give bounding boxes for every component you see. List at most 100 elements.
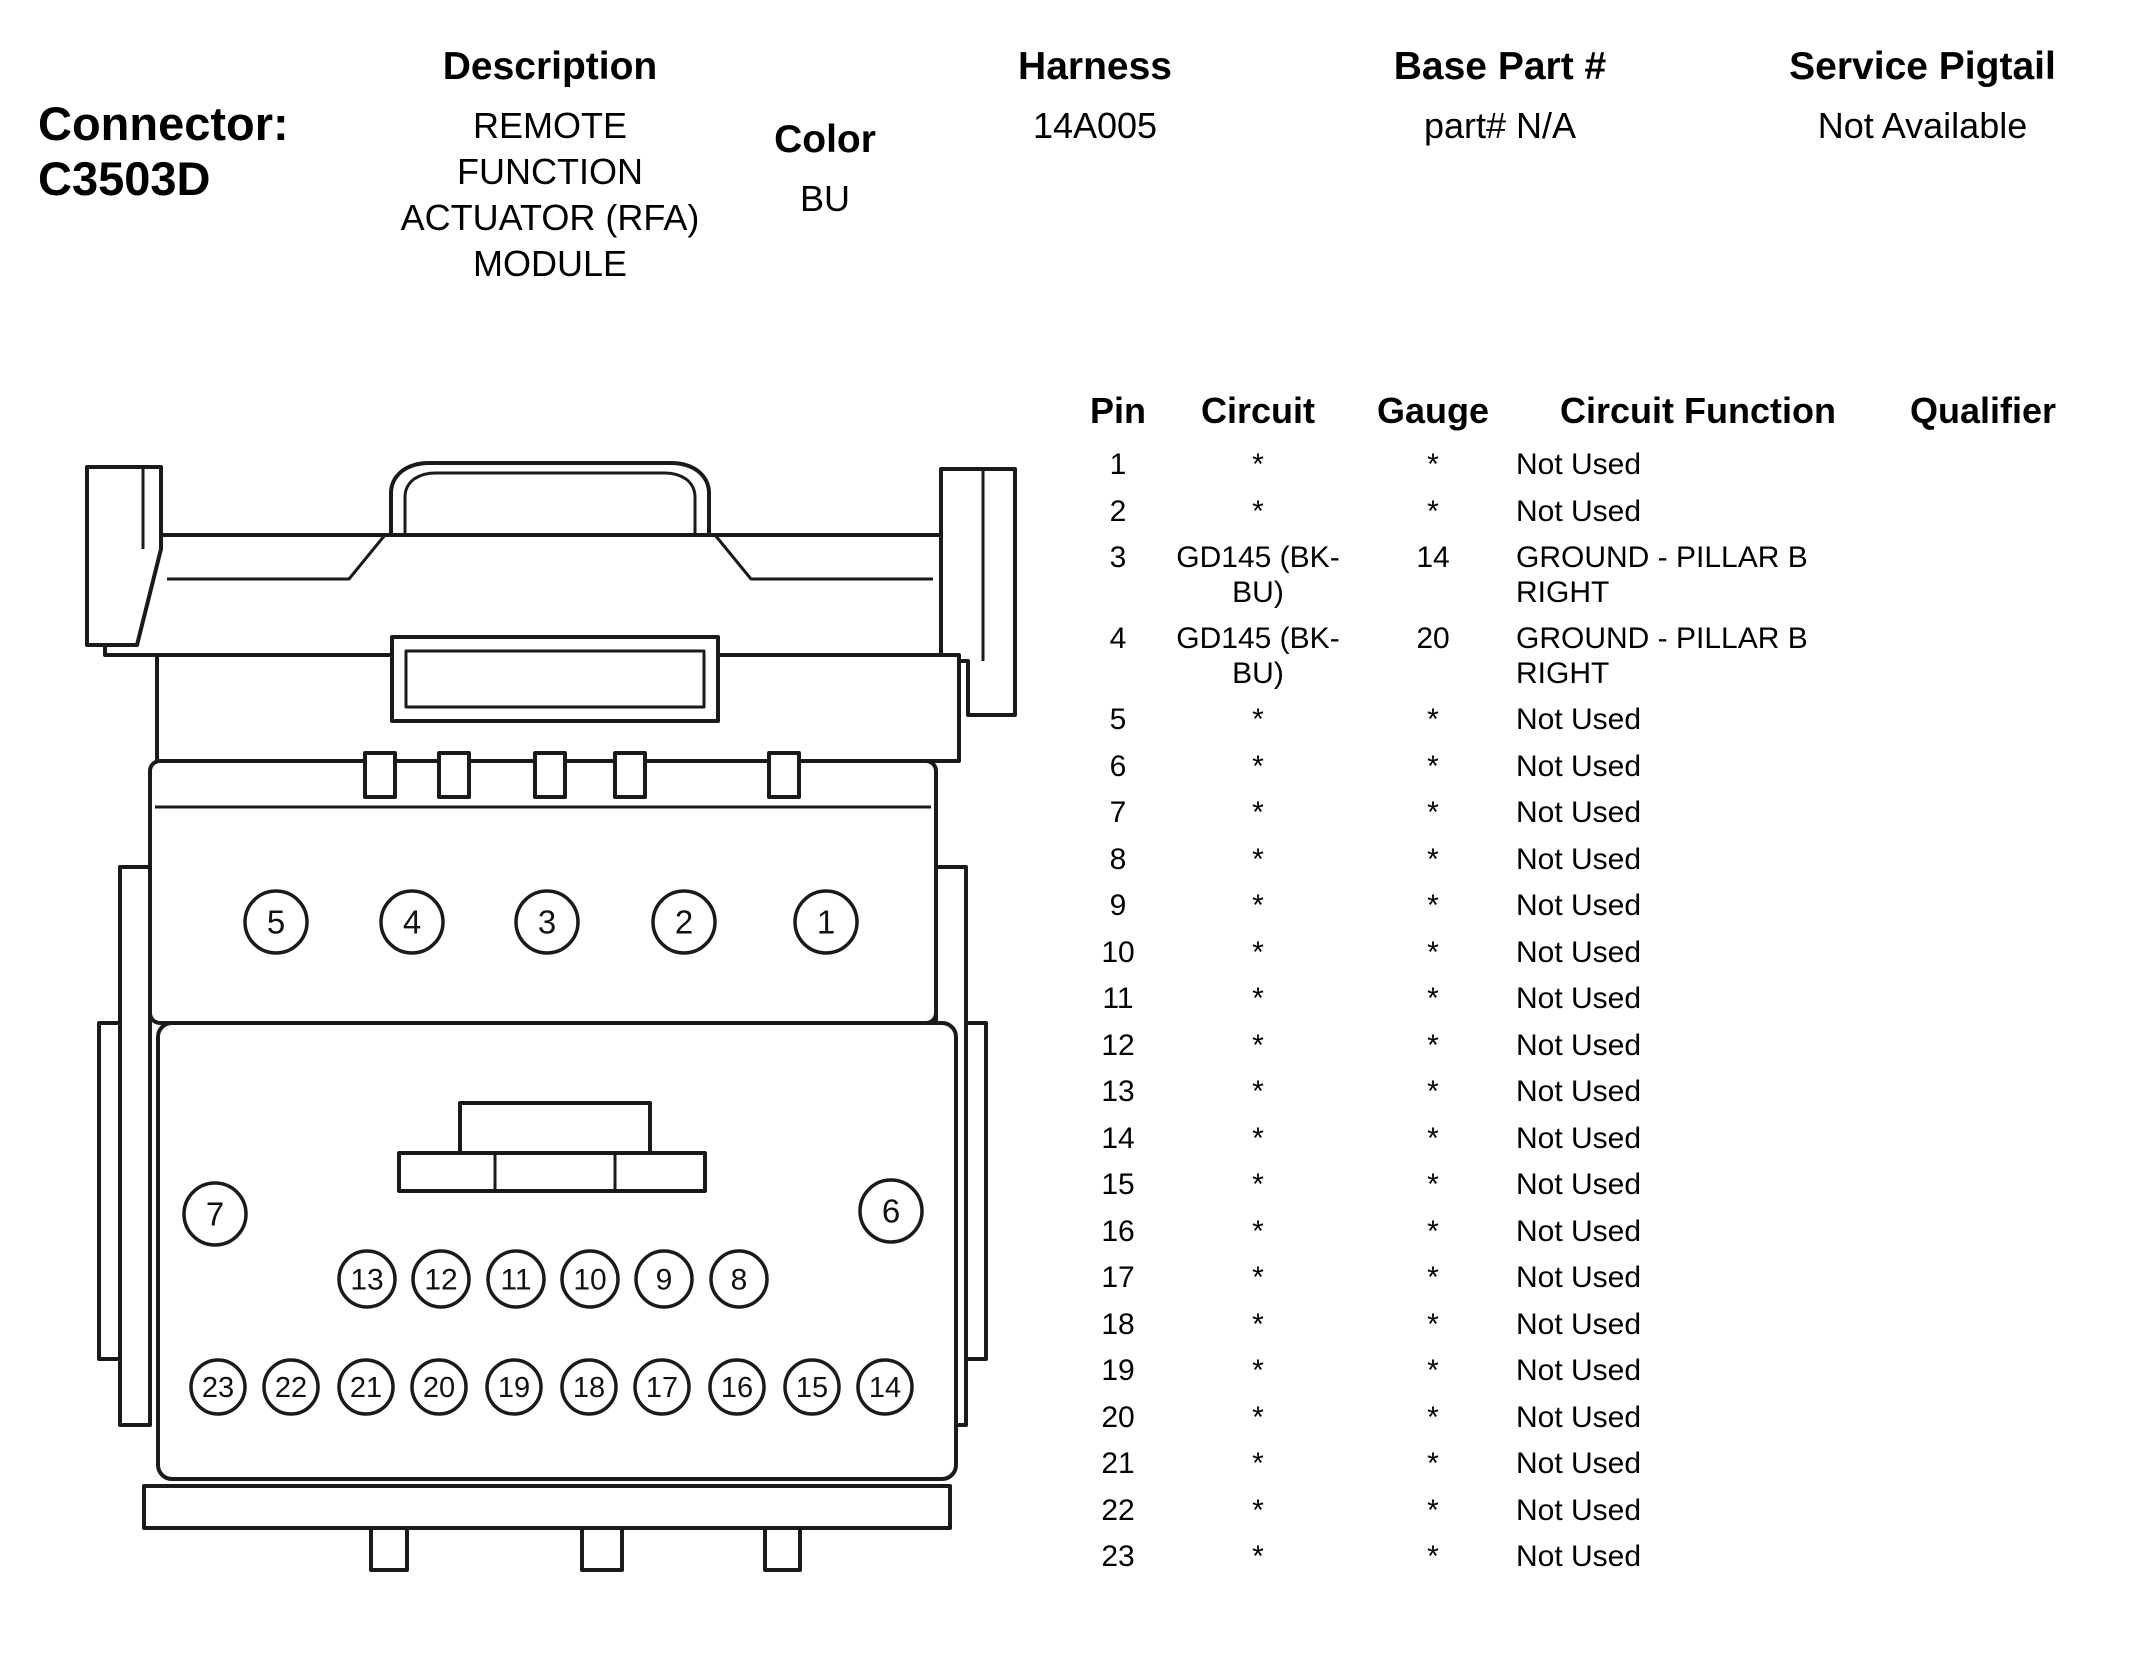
table-row-pin-20: 20**Not Used [1078,1395,2078,1442]
cell-gauge: * [1427,703,1439,736]
cell-function: Not Used [1516,1075,1642,1108]
table-row-pin-15: 15**Not Used [1078,1162,2078,1209]
cell-function: Not Used [1516,982,1642,1015]
cell-qualifier [1888,1488,2078,1535]
cell-qualifier [1888,1441,2078,1488]
description-column: Description REMOTE FUNCTION ACTUATOR (RF… [320,45,780,287]
pin-label-1: 1 [817,904,835,941]
pin-label-10: 10 [573,1264,606,1297]
cell-circuit: * [1252,494,1264,528]
pin-label-15: 15 [796,1372,828,1404]
cell-function: Not Used [1516,749,1642,783]
foot-left [369,1526,409,1572]
pin-table-header-row: Pin Circuit Gauge Circuit Function Quali… [1078,390,2078,442]
header-circuit-function: Circuit Function [1560,390,1836,431]
description-value: REMOTE FUNCTION ACTUATOR (RFA) MODULE [400,105,700,285]
base-part-label: Base Part # [1393,45,1607,88]
pin-label-12: 12 [424,1264,457,1297]
cell-function: Not Used [1516,889,1642,922]
cell-function: Not Used [1516,1447,1642,1480]
cell-pin: 14 [1101,1121,1135,1155]
pin-label-19: 19 [498,1372,530,1404]
cell-function: Not Used [1516,1540,1642,1573]
table-row-pin-18: 18**Not Used [1078,1302,2078,1349]
pin-circle-23 [189,1358,247,1416]
pin-circle-9 [634,1249,694,1309]
pin-label-6: 6 [882,1193,900,1230]
cell-pin: 18 [1101,1307,1135,1341]
top-slot [767,751,801,799]
cell-circuit: * [1252,889,1264,922]
table-row-pin-11: 11**Not Used [1078,976,2078,1023]
cell-function: Not Used [1516,1493,1642,1527]
cell-gauge: * [1427,1121,1439,1155]
cell-function: Not Used [1516,1354,1642,1387]
cell-pin: 21 [1101,1447,1135,1480]
pin-label-3: 3 [538,904,556,941]
cell-gauge: * [1427,1168,1439,1201]
cell-qualifier [1888,442,2078,489]
cell-circuit: * [1252,1493,1264,1527]
cell-pin: 5 [1109,703,1127,736]
cell-circuit: * [1252,1214,1264,1248]
pin-label-23: 23 [202,1372,234,1404]
pin-circle-13 [337,1249,397,1309]
cell-gauge: * [1427,1261,1439,1294]
cell-function: Not Used [1516,1028,1642,1062]
cell-pin: 17 [1101,1261,1135,1294]
cell-qualifier [1888,1209,2078,1256]
right-outer-rail [964,1021,988,1361]
left-rail [118,865,152,1427]
pin-circle-19 [485,1358,543,1416]
table-row-pin-16: 16**Not Used [1078,1209,2078,1256]
pin-circle-6 [858,1178,924,1244]
connector-label: Connector: [38,97,289,150]
pin-circle-2 [651,889,717,955]
cell-pin: 1 [1109,448,1127,481]
description-label: Description [442,45,658,88]
cell-pin: 7 [1109,796,1127,829]
table-row-pin-2: 2**Not Used [1078,489,2078,536]
cell-pin: 3 [1109,541,1127,574]
cell-pin: 2 [1109,494,1127,528]
table-row-pin-14: 14 * * Not Used [1078,1116,2078,1163]
pin-circle-14 [856,1358,914,1416]
cell-gauge: * [1427,1400,1439,1434]
cell-gauge: * [1427,1447,1439,1480]
table-row-pin-9: 9**Not Used [1078,883,2078,930]
table-row-pin-6: 6**Not Used [1078,744,2078,791]
cell-circuit: * [1252,1028,1264,1062]
cell-function: Not Used [1516,448,1642,481]
top-slot [533,751,567,799]
cell-pin: 15 [1101,1168,1135,1201]
pin-circle-22 [262,1358,320,1416]
cell-circuit: * [1252,935,1264,969]
cell-gauge: * [1427,1214,1439,1248]
pin-circle-15 [783,1358,841,1416]
cell-qualifier [1888,930,2078,977]
base-part-column: Base Part # part# N/A [1310,45,1690,149]
cell-qualifier [1888,616,2078,697]
cell-function: GROUND - PILLAR B RIGHT [1516,541,1808,609]
cell-gauge: * [1427,1028,1439,1062]
top-slot [437,751,471,799]
cell-function: Not Used [1516,1121,1642,1155]
pin-circle-21 [337,1358,395,1416]
pin-table: Pin Circuit Gauge Circuit Function Quali… [1078,390,2078,1581]
cell-circuit: * [1252,1307,1264,1341]
pin-circle-16 [708,1358,766,1416]
pin-label-20: 20 [423,1372,455,1404]
cell-circuit: * [1252,1121,1264,1155]
cell-circuit: * [1252,1354,1264,1387]
cell-circuit: * [1252,1261,1264,1294]
cell-qualifier [1888,1116,2078,1163]
pin-circle-4 [379,889,445,955]
cell-circuit: * [1252,1540,1264,1573]
cell-pin: 9 [1109,889,1127,922]
cell-gauge: 20 [1416,622,1450,655]
pin-circle-5 [243,889,309,955]
pin-label-7: 7 [206,1196,224,1233]
